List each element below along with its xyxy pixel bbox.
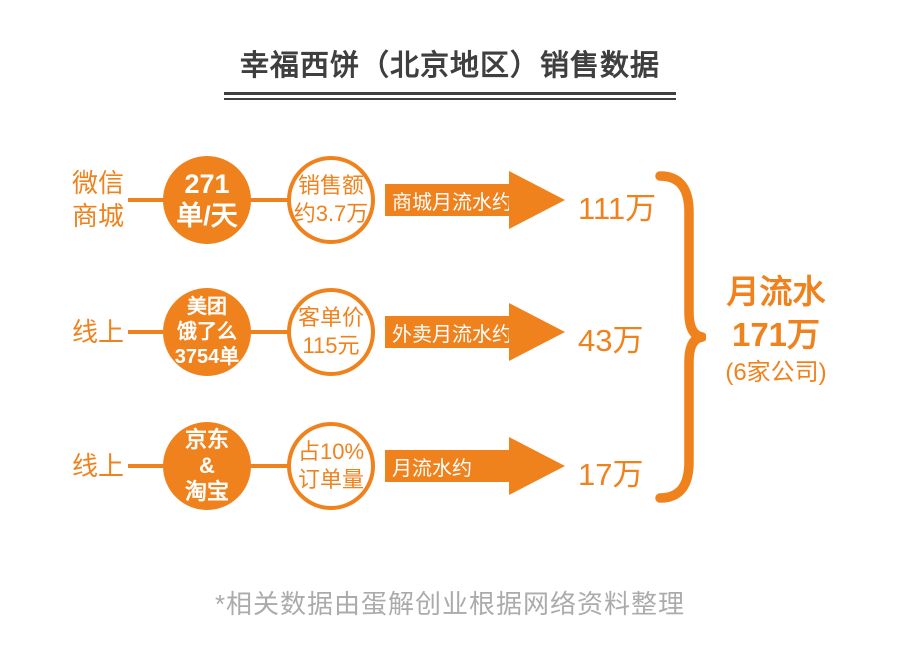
row-value: 43万 [578,323,644,358]
page-title: 幸福西饼（北京地区）销售数据 [239,50,660,82]
flow-row-delivery: 线上 美团 饿了么 3754单 客单价 115元 外卖月流水约 43万 [0,267,900,397]
summary-block: 月流水 171万 (6家公司) [700,270,852,390]
metric-circle: 销售额 约3.7万 [287,156,375,244]
metric-circle: 客单价 115元 [287,288,375,376]
connector-line [250,464,289,468]
arrow-label: 商城月流水约 [385,184,512,216]
metric-circle: 占10% 订单量 [287,422,375,510]
footer-note: *相关数据由蛋解创业根据网络资料整理 [214,589,686,619]
title-inner: 幸福西饼（北京地区）销售数据 [223,42,676,100]
channel-circle: 京东 & 淘宝 [163,422,251,510]
arrow-head-icon [509,303,565,361]
title-block: 幸福西饼（北京地区）销售数据 [0,42,900,100]
connector-line [250,330,289,334]
summary-note: (6家公司) [725,359,827,386]
arrow-label: 外卖月流水约 [385,316,512,348]
title-underline [223,92,676,100]
curly-brace-icon [655,171,706,503]
channel-circle: 271 单/天 [163,156,251,244]
summary-label: 月流水 [726,273,826,310]
arrow-head-icon [509,437,565,495]
source-label: 微信 商城 [71,168,124,231]
arrow-label: 月流水约 [385,450,510,482]
row-value: 111万 [578,191,657,226]
channel-circle: 美团 饿了么 3754单 [163,288,251,376]
row-value: 17万 [578,457,644,492]
summary-total: 171万 [731,316,821,353]
flow-row-marketplaces: 线上 京东 & 淘宝 占10% 订单量 月流水约 17万 [0,401,900,531]
flow-row-wechat-mall: 微信 商城 271 单/天 销售额 约3.7万 商城月流水约 111万 [0,135,900,265]
connector-line [128,464,165,468]
arrow-head-icon [509,171,565,229]
connector-line [128,330,165,334]
source-label: 线上 [71,316,124,347]
source-label: 线上 [71,450,124,481]
connector-line [250,198,289,202]
connector-line [128,198,165,202]
